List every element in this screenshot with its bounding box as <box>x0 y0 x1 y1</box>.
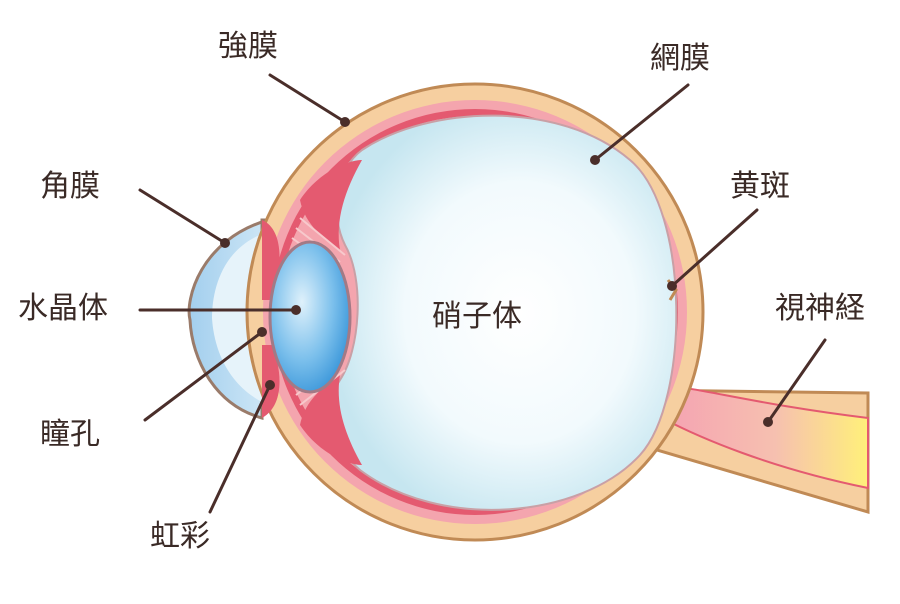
leader-endpoints <box>220 117 773 427</box>
label-retina: 網膜 <box>650 41 710 76</box>
label-lens: 水晶体 <box>18 291 108 326</box>
leader-optic-nerve <box>766 338 827 424</box>
leader-macula <box>670 208 759 288</box>
leader-sclera <box>268 73 347 124</box>
crystalline-lens <box>268 240 352 394</box>
optic-nerve <box>661 383 869 490</box>
label-pupil: 瞳孔 <box>40 417 100 452</box>
leader-retina <box>593 83 690 162</box>
label-cornea: 角膜 <box>40 169 100 204</box>
leader-pupil <box>143 330 264 422</box>
ciliary-body-top <box>300 160 362 250</box>
label-vitreous: 硝子体 <box>432 299 522 334</box>
leader-cornea <box>138 188 227 245</box>
label-optic-nerve: 視神経 <box>775 291 865 326</box>
leader-iris <box>208 383 272 514</box>
label-macula: 黄斑 <box>730 169 790 204</box>
vitreous-body <box>327 114 678 511</box>
ciliary-body-bottom <box>300 375 362 465</box>
leader-lines <box>138 73 827 514</box>
label-iris: 虹彩 <box>150 519 210 554</box>
label-sclera: 強膜 <box>218 29 278 64</box>
